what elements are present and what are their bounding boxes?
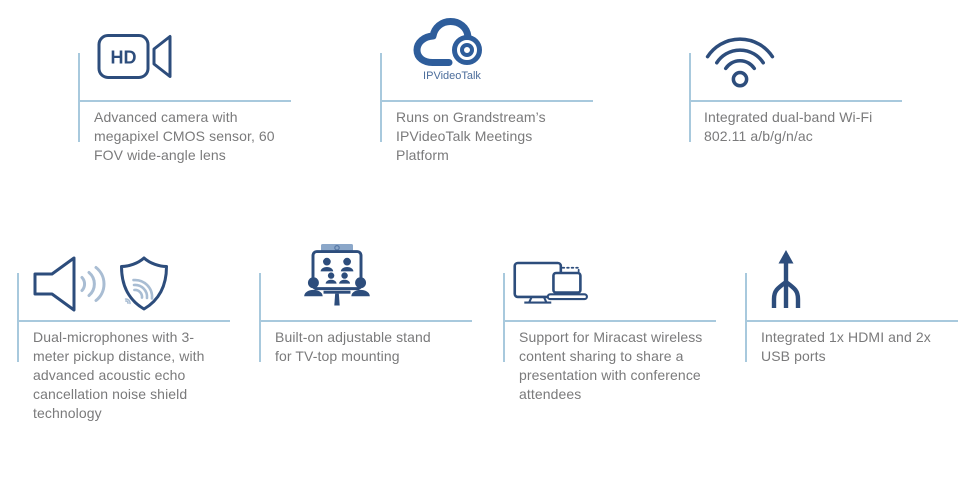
divider-horizontal [745,320,958,322]
feature-stand: Built-on adjustable stand for TV-top mou… [259,240,472,480]
divider-vertical [689,53,691,142]
foreground-people [304,277,370,297]
divider-horizontal [689,100,902,102]
divider-vertical [259,273,261,362]
stand-base [323,290,351,306]
feature-miracast: Support for Miracast wireless content sh… [503,240,716,480]
feature-description: Dual-microphones with 3-meter pickup dis… [33,329,205,421]
divider-vertical [17,273,19,362]
divider-horizontal [17,320,230,322]
feature-ipvideotalk: IPVideoTalk Runs on Grandstream’s IPVide… [380,0,593,240]
feature-description: Advanced camera with megapixel CMOS sens… [94,109,275,163]
wifi-icon [705,37,775,88]
feature-microphones: Dual-microphones with 3-meter pickup dis… [17,240,230,480]
laptop-screen [552,271,582,294]
screen [311,250,363,291]
camera-bar [321,244,353,252]
laptop-base [546,293,588,301]
divider-horizontal [380,100,593,102]
feature-description: Integrated dual-band Wi-Fi 802.11 a/b/g/… [704,109,873,144]
divider-vertical [78,53,80,142]
feature-description: Support for Miracast wireless content sh… [519,329,703,402]
hd-label: HD [111,48,137,68]
lens-inner-ring [460,43,474,57]
feature-description: Integrated 1x HDMI and 2x USB ports [761,329,931,364]
usb-hdmi-icon [771,250,801,308]
feature-ports: Integrated 1x HDMI and 2x USB ports [745,240,958,480]
feature-camera: HD Advanced camera with megapixel CMOS s… [78,0,291,240]
divider-vertical [503,273,505,362]
hd-camera-icon: HD [97,34,172,79]
miracast-icon [513,261,588,304]
ipvideotalk-cloud-icon [413,18,482,66]
speaker-icon [33,256,106,312]
attendees-on-screen [320,257,354,284]
ipvideotalk-label: IPVideoTalk [423,70,481,82]
feature-description: Built-on adjustable stand for TV-top mou… [275,329,431,364]
divider-horizontal [78,100,291,102]
lens-outer-ring [452,35,482,65]
tv-stand-icon [304,244,370,306]
divider-vertical [745,273,747,362]
divider-horizontal [259,320,472,322]
feature-description: Runs on Grandstream’s IPVideoTalk Meetin… [396,109,546,163]
ipvideotalk-logo: IPVideoTalk [412,18,492,83]
divider-vertical [380,53,382,142]
feature-wifi: Integrated dual-band Wi-Fi 802.11 a/b/g/… [689,0,902,240]
divider-horizontal [503,320,716,322]
noise-shield-icon [120,256,168,311]
speaker-shield-icon [33,256,168,312]
